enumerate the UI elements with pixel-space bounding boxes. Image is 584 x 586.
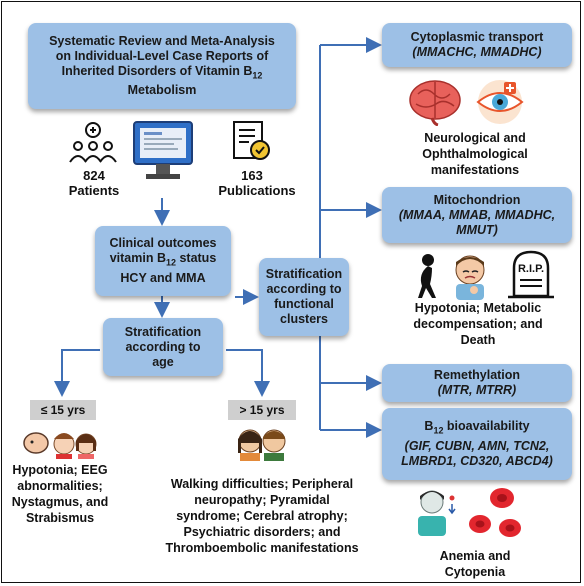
patients-count: 824 <box>83 168 105 183</box>
review-line4: Metabolism <box>127 83 197 98</box>
strat-func-box: Stratification according to functional c… <box>259 258 349 336</box>
strat-func-line1: Stratification <box>265 267 343 281</box>
age-young-label: ≤ 15 yrs <box>30 400 96 420</box>
age-young-outcome: Hypotonia; EEG abnormalities; Nystagmus,… <box>11 463 109 525</box>
review-line2: on Individual-Level Case Reports of <box>55 48 269 63</box>
strat-age-line2: according to <box>125 339 201 354</box>
bio-genes-1: (GIF, CUBN, AMN, TCN2, <box>404 438 550 453</box>
publications-count: 163 <box>241 168 263 183</box>
strat-func-line3: functional <box>274 297 334 311</box>
bio-outcome: Anemia and Cytopenia <box>439 549 511 579</box>
eye-icon <box>476 80 524 124</box>
adults-icon <box>238 429 286 461</box>
strat-age-line1: Stratification <box>124 324 202 339</box>
strat-age-box: Stratification according to age <box>103 318 223 376</box>
remeth-title: Remethylation <box>433 368 521 382</box>
mito-genes-1: (MMAA, MMAB, MMADHC, <box>398 207 556 222</box>
children-icon <box>23 432 97 459</box>
mito-box: Mitochondrion (MMAA, MMAB, MMADHC, MMUT) <box>382 187 572 243</box>
age-old-label: > 15 yrs <box>228 400 296 420</box>
bio-title: B12 bioavailability <box>424 419 530 436</box>
bio-genes-2: LMBRD1, CD320, ABCD4) <box>401 453 553 468</box>
strat-func-line4: clusters <box>280 312 328 326</box>
cytoplasmic-title: Cytoplasmic transport <box>410 30 544 44</box>
patients-icon <box>69 122 117 163</box>
sick-child-icon <box>455 255 485 300</box>
bio-box: B12 bioavailability (GIF, CUBN, AMN, TCN… <box>382 408 572 480</box>
outcomes-line2: vitamin B12 status <box>109 251 217 268</box>
strat-age-line3: age <box>152 354 174 369</box>
mito-genes-2: MMUT) <box>456 222 498 237</box>
pale-person-icon <box>418 490 456 536</box>
remeth-box: Remethylation (MTR, MTRR) <box>382 364 572 402</box>
tombstone-icon: R.I.P. <box>508 250 554 299</box>
outcomes-line1: Clinical outcomes <box>109 236 217 251</box>
review-line3: Inherited Disorders of Vitamin B12 <box>61 63 263 81</box>
rip-text: R.I.P. <box>518 263 544 275</box>
review-line1: Systematic Review and Meta-Analysis <box>49 33 275 48</box>
review-box: Systematic Review and Meta-Analysis on I… <box>28 23 296 109</box>
age-old-outcome: Walking difficulties; Peripheral neuropa… <box>165 477 359 555</box>
outcomes-line3: HCY and MMA <box>120 270 206 285</box>
brain-icon <box>409 80 461 126</box>
person-bending-icon <box>418 254 436 298</box>
cytoplasmic-outcome: Neurological and Ophthalmological manife… <box>422 131 528 177</box>
red-blood-cells-icon <box>469 488 521 537</box>
patients-label: Patients <box>68 183 120 198</box>
cytoplasmic-box: Cytoplasmic transport (MMACHC, MMADHC) <box>382 23 572 67</box>
remeth-genes: (MTR, MTRR) <box>437 383 517 397</box>
computer-icon <box>133 121 193 179</box>
mito-title: Mitochondrion <box>433 192 521 207</box>
mito-outcome: Hypotonia; Metabolic decompensation; and… <box>413 301 543 347</box>
publications-label: Publications <box>218 183 296 198</box>
publications-icon <box>233 121 270 160</box>
outcomes-box: Clinical outcomes vitamin B12 status HCY… <box>95 226 231 296</box>
strat-func-line2: according to <box>266 282 342 296</box>
cytoplasmic-genes: (MMACHC, MMADHC) <box>412 45 542 59</box>
